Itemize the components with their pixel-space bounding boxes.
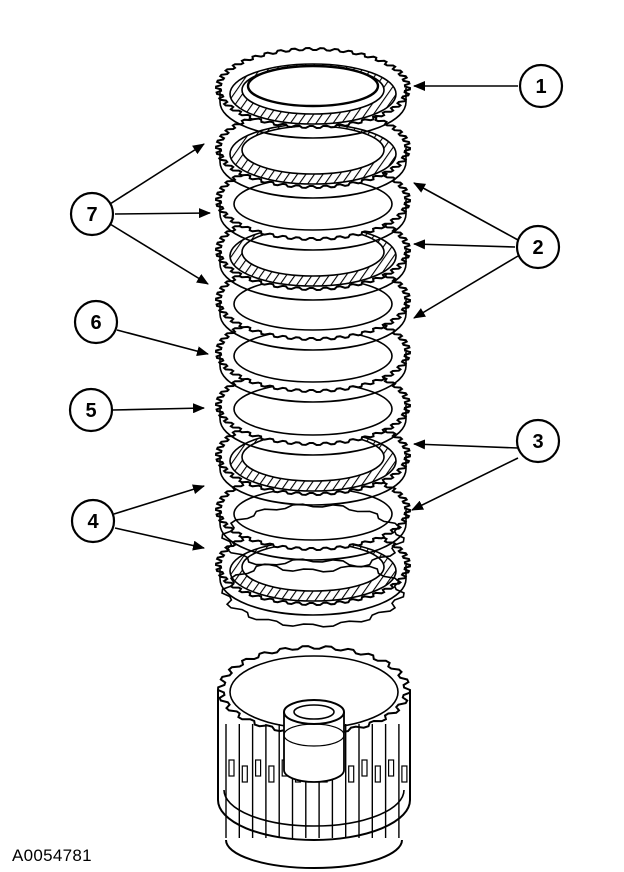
callout-5: 5 (68, 387, 114, 433)
callout-3: 3 (515, 418, 561, 464)
clutch-plate-2 (214, 106, 412, 199)
leader-line-6-1 (116, 329, 209, 357)
callout-2: 2 (515, 224, 561, 270)
callout-circle (69, 191, 115, 237)
callout-number: 2 (532, 237, 543, 259)
clutch-plate-1 (214, 46, 412, 139)
leader-line-4-2 (114, 527, 205, 551)
callout-circle (515, 224, 561, 270)
callout-circle (518, 63, 564, 109)
callout-1: 1 (518, 63, 564, 109)
leader-lines (109, 81, 519, 551)
callout-number: 6 (90, 312, 101, 334)
figure-id-label: A0054781 (12, 846, 92, 865)
callout-4: 4 (70, 498, 116, 544)
callout-number: 5 (85, 400, 96, 422)
leader-line-2-1 (413, 182, 519, 241)
callout-number: 4 (87, 511, 99, 533)
leader-line-4-1 (113, 484, 205, 515)
callout-circle (68, 387, 114, 433)
leader-line-7-2 (114, 208, 211, 219)
callout-bubbles: 1 2 3 4 5 6 7 (68, 63, 564, 544)
leader-line-5-1 (112, 403, 205, 414)
drum-hub (283, 712, 345, 783)
leader-line-7-3 (109, 223, 209, 285)
callout-number: 7 (86, 204, 97, 226)
callout-circle (73, 299, 119, 345)
callout-circle (515, 418, 561, 464)
leader-line-2-3 (413, 255, 519, 319)
callout-7: 7 (69, 191, 115, 237)
callout-circle (70, 498, 116, 544)
leader-line-7-1 (109, 143, 205, 205)
clutch-plate-stack (214, 46, 412, 628)
callout-6: 6 (73, 299, 119, 345)
leader-line-2-2 (413, 239, 516, 250)
leader-line-3-2 (411, 457, 519, 511)
callout-number: 3 (532, 431, 543, 453)
leader-line-3-1 (413, 439, 519, 450)
clutch-drum-assembly (216, 645, 412, 869)
callout-number: 1 (535, 76, 546, 98)
